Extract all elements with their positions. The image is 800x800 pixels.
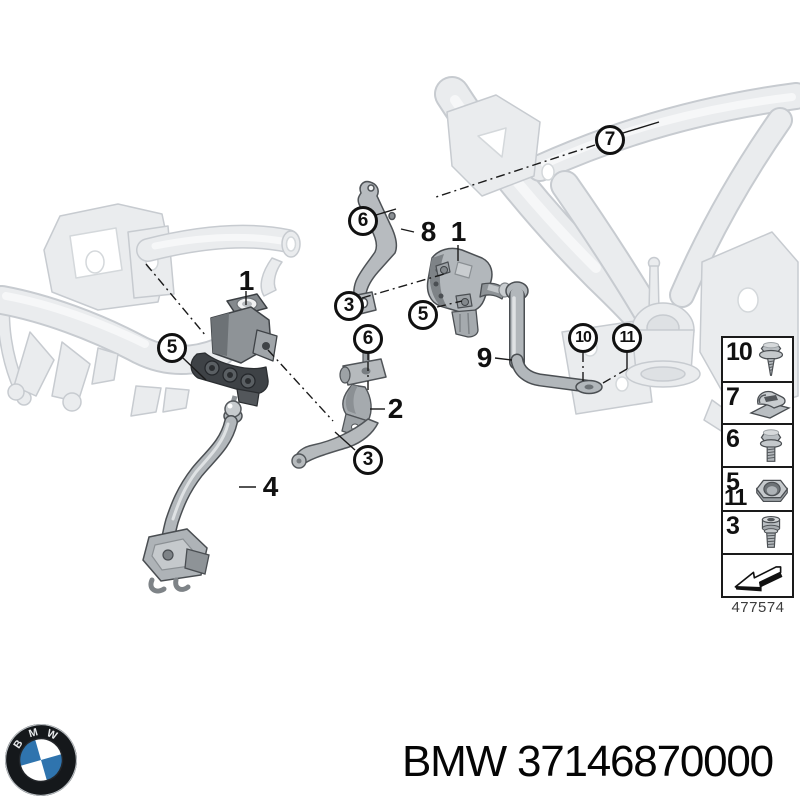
label-8: 8 [420,216,437,247]
diagram-artwork [0,76,800,594]
label-9: 9 [476,342,493,373]
callout-circle-7: 7 [595,125,625,155]
legend-number-5: 5 [726,468,740,496]
leader-lines [145,121,660,488]
label-1-rear: 1 [450,216,467,247]
legend-row-7: 7 [723,383,792,425]
flange-bolt-icon [759,428,783,462]
screw-with-washer-icon [758,341,784,376]
part-number-title: BMW 37146870000 [402,737,774,786]
label-1-front: 1 [238,265,255,296]
legend-row-arrow [723,555,792,596]
part-link-rod-9 [487,281,603,395]
clip-nut-icon [749,390,791,419]
legend-number-7: 7 [726,383,740,411]
callout-circle-10: 10 [568,323,598,353]
roundel-letter-m: M [27,726,39,740]
legend-row-6: 6 [723,425,792,468]
front-subframe-ghost [0,203,301,417]
direction-arrow-icon [734,565,783,591]
callout-circle-3-rear: 3 [334,291,364,321]
label-2: 2 [387,393,404,424]
part-link-rod-4 [142,400,243,594]
callout-circle-6-upper: 6 [348,206,378,236]
callout-circle-5-rear: 5 [408,300,438,330]
legend-number-11: 11 [724,484,747,510]
legend-row-3: 3 [723,512,792,555]
callout-circle-3-front: 3 [353,445,383,475]
callout-circle-5-front: 5 [157,333,187,363]
legend-row-10: 10 [723,338,792,383]
diagram-number: 477574 [731,599,785,616]
callout-circle-11: 11 [612,323,642,353]
legend-number-10: 10 [726,338,753,366]
legend-row-5-11: 5 11 [723,468,792,512]
part-sensor-rear [426,247,507,338]
part-sensor-front [190,293,278,407]
legend-number-6: 6 [726,425,740,453]
legend-number-3: 3 [726,512,740,540]
socket-head-bolt-icon [761,515,781,548]
bmw-roundel-logo: B M W [4,723,78,797]
hex-nut-icon [755,479,789,502]
callout-circle-6-lower: 6 [353,324,383,354]
bushing-mount-ghost [625,256,701,388]
fastener-legend: 10 7 6 [721,336,794,598]
label-4: 4 [262,471,279,502]
